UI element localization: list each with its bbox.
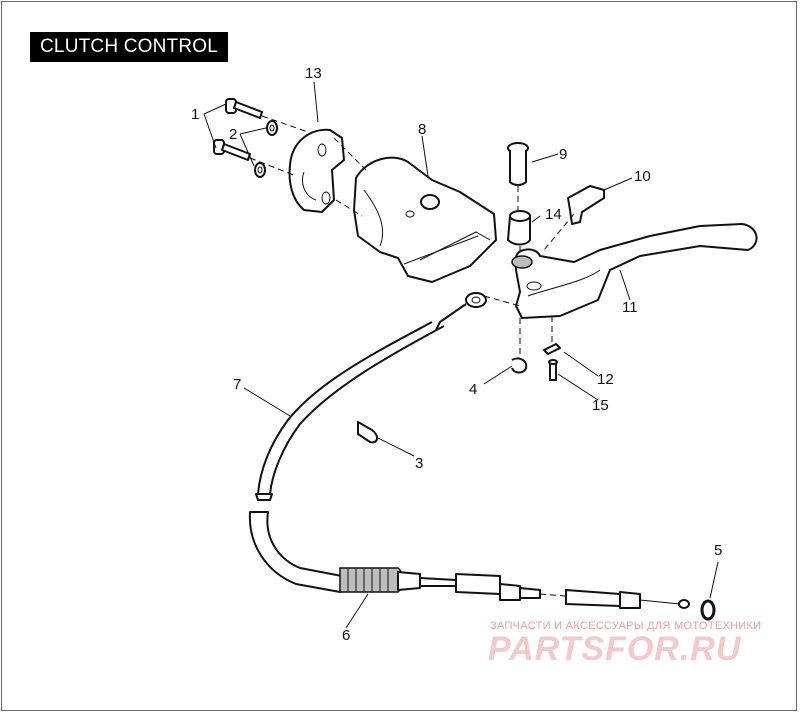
callout-1: 1 [191,106,199,123]
part-pin [543,343,561,355]
watermark-logo: PARTSFOR.RU [488,630,742,668]
part-retaining-clip [511,357,528,374]
part-lever-housing [353,156,497,283]
part-screws [213,98,263,161]
callout-13: 13 [305,65,322,82]
callout-2: 2 [229,126,237,143]
watermark-tagline: ЗАПЧАСТИ И АКСЕССУАРЫ ДЛЯ МОТОТЕХНИКИ [490,620,762,632]
part-o-ring [700,599,716,621]
callout-labels: 1 2 3 4 5 6 7 8 9 10 11 12 13 14 15 [191,65,722,644]
callout-9: 9 [559,146,567,163]
part-clutch-cable [255,292,487,501]
callout-14: 14 [545,206,562,223]
callout-4: 4 [469,381,477,398]
part-clutch-lever [511,223,758,319]
part-clamp [288,128,345,213]
callout-5: 5 [714,542,722,559]
callout-15: 15 [592,397,609,414]
part-small-screw [548,359,558,381]
callout-11: 11 [622,299,638,316]
part-bushing [507,210,531,246]
assembly-guide-lines [249,115,575,597]
callout-7: 7 [233,376,241,393]
part-cable-clip [357,421,378,444]
leader-lines [203,81,719,629]
callout-6: 6 [342,627,350,644]
diagram-title: CLUTCH CONTROL [30,32,229,62]
callout-8: 8 [418,121,426,138]
callout-3: 3 [415,455,423,472]
callout-12: 12 [597,371,614,388]
part-clutch-cable-lower [248,511,690,609]
part-slider-block [567,185,605,225]
callout-10: 10 [634,168,651,185]
part-pivot-pin [507,142,529,186]
part-washers [254,120,278,178]
